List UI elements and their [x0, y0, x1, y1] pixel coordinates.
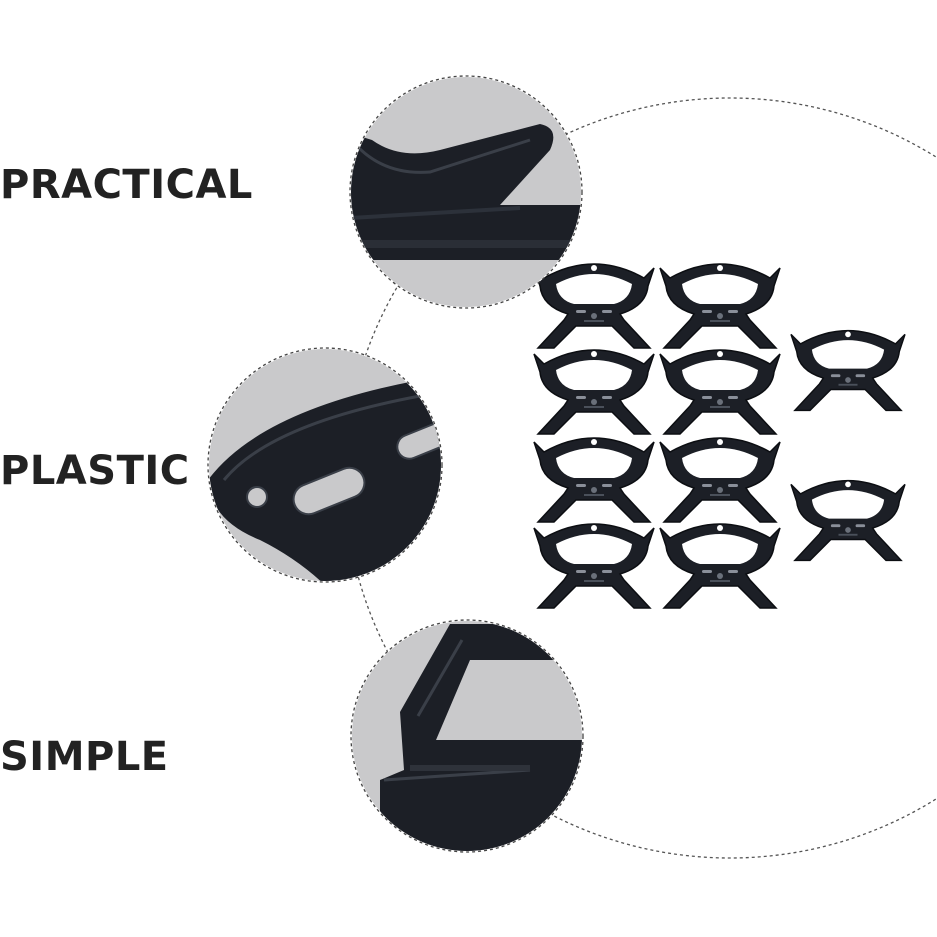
product-clip [659, 349, 781, 435]
feature-label-simple: SIMPLE [0, 734, 169, 780]
product-clips [533, 263, 906, 609]
feature-label-practical: PRACTICAL [0, 162, 253, 208]
feature-label-plastic: PLASTIC [0, 448, 190, 494]
product-clip [533, 349, 655, 435]
zoom-circle-plastic [207, 347, 443, 583]
zoom-circle-simple [350, 619, 584, 853]
product-clip [533, 523, 655, 609]
product-clip [659, 263, 781, 349]
product-clip [659, 523, 781, 609]
product-clip [533, 263, 655, 349]
product-clip [659, 437, 781, 523]
product-clip [533, 437, 655, 523]
product-clip [790, 479, 906, 562]
zoom-circle-practical [349, 75, 583, 309]
product-clip [790, 329, 906, 412]
